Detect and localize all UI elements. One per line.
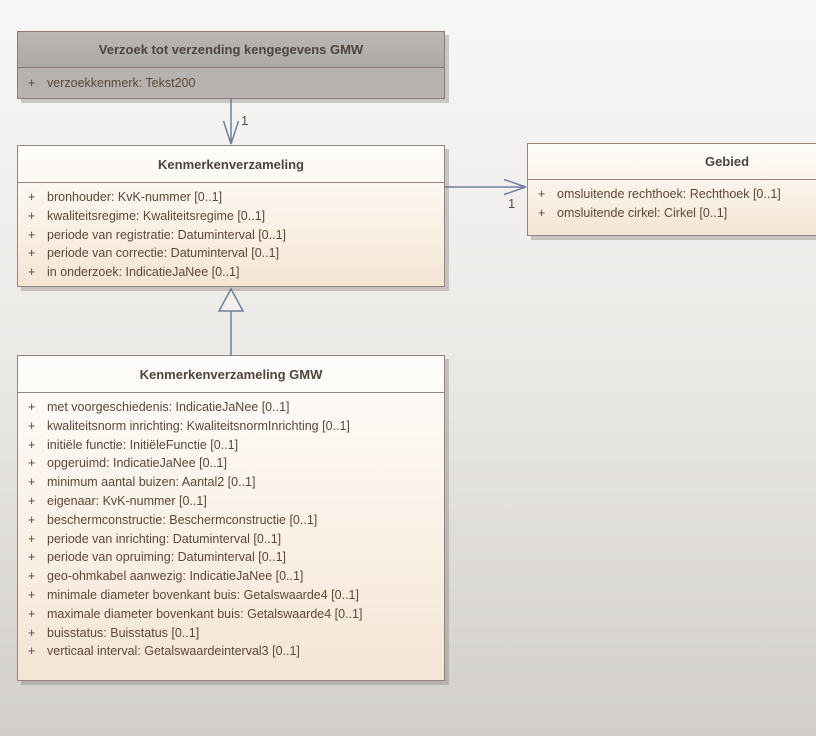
attribute-text: in onderzoek: IndicatieJaNee [0..1] — [47, 265, 240, 280]
attribute-text: periode van inrichting: Datuminterval [0… — [47, 531, 282, 546]
multiplicity-label-gebied-association: 1 — [508, 196, 516, 211]
visibility-symbol: + — [28, 625, 36, 640]
attributes-compartment: + verzoekkenmerk: Tekst200 — [18, 68, 444, 93]
attribute-row[interactable]: + minimum aantal buizen: Aantal2 [0..1] — [18, 473, 444, 492]
visibility-symbol: + — [538, 206, 546, 220]
visibility-symbol: + — [28, 569, 36, 584]
attribute-row[interactable]: + met voorgeschiedenis: IndicatieJaNee [… — [18, 398, 444, 417]
class-box-kenmerkenverzameling[interactable]: Kenmerkenverzameling + bronhouder: KvK-n… — [17, 145, 445, 287]
attribute-text: minimum aantal buizen: Aantal2 [0..1] — [47, 475, 256, 490]
visibility-symbol: + — [28, 587, 36, 602]
visibility-symbol: + — [28, 208, 36, 223]
attribute-row[interactable]: + periode van correctie: Datuminterval [… — [18, 244, 444, 263]
attribute-text: geo-ohmkabel aanwezig: IndicatieJaNee [0… — [47, 569, 304, 584]
visibility-symbol: + — [538, 187, 546, 201]
visibility-symbol: + — [28, 456, 36, 471]
attribute-row[interactable]: + verzoekkenmerk: Tekst200 — [18, 74, 444, 93]
attribute-text: opgeruimd: IndicatieJaNee [0..1] — [47, 456, 227, 471]
attribute-text: verticaal interval: Getalswaardeinterval… — [47, 644, 300, 659]
visibility-symbol: + — [28, 400, 36, 414]
class-box-gebied[interactable]: Gebied + omsluitende rechthoek: Rechthoe… — [527, 143, 816, 236]
attribute-text: met voorgeschiedenis: IndicatieJaNee [0.… — [47, 400, 290, 414]
attribute-row[interactable]: + verticaal interval: Getalswaardeinterv… — [18, 642, 444, 661]
class-name: Gebied — [528, 144, 816, 180]
visibility-symbol: + — [28, 606, 36, 621]
attribute-row[interactable]: + beschermconstructie: Beschermconstruct… — [18, 511, 444, 530]
visibility-symbol: + — [28, 437, 36, 452]
attributes-compartment: + bronhouder: KvK-nummer [0..1] + kwalit… — [18, 183, 444, 282]
visibility-symbol: + — [28, 644, 36, 659]
attribute-text: periode van registratie: Datuminterval [… — [47, 227, 287, 242]
multiplicity-label-verzoek-association: 1 — [241, 113, 249, 128]
class-name: Kenmerkenverzameling — [18, 146, 444, 183]
visibility-symbol: + — [28, 246, 36, 261]
attribute-row[interactable]: + geo-ohmkabel aanwezig: IndicatieJaNee … — [18, 567, 444, 586]
attribute-row[interactable]: + kwaliteitsregime: Kwaliteitsregime [0.… — [18, 207, 444, 226]
visibility-symbol: + — [28, 512, 36, 527]
generalization-triangle-icon[interactable] — [217, 287, 245, 312]
attribute-text: beschermconstructie: Beschermconstructie… — [47, 512, 318, 527]
visibility-symbol: + — [28, 493, 36, 508]
attribute-row[interactable]: + omsluitende rechthoek: Rechthoek [0..1… — [528, 185, 816, 204]
attribute-text: verzoekkenmerk: Tekst200 — [47, 76, 196, 90]
attribute-text: bronhouder: KvK-nummer [0..1] — [47, 190, 223, 204]
association-arrow-verzoek-to-kenmerkenverzameling[interactable] — [222, 99, 240, 145]
attribute-row[interactable]: + periode van registratie: Datuminterval… — [18, 226, 444, 245]
visibility-symbol: + — [28, 475, 36, 490]
visibility-symbol: + — [28, 550, 36, 565]
attribute-text: minimale diameter bovenkant buis: Getals… — [47, 587, 359, 602]
attribute-text: eigenaar: KvK-nummer [0..1] — [47, 493, 207, 508]
visibility-symbol: + — [28, 227, 36, 242]
attribute-row[interactable]: + bronhouder: KvK-nummer [0..1] — [18, 188, 444, 207]
attribute-row[interactable]: + minimale diameter bovenkant buis: Geta… — [18, 586, 444, 605]
attribute-row[interactable]: + omsluitende cirkel: Cirkel [0..1] — [528, 204, 816, 223]
attribute-row[interactable]: + eigenaar: KvK-nummer [0..1] — [18, 492, 444, 511]
visibility-symbol: + — [28, 418, 36, 433]
attribute-text: kwaliteitsnorm inrichting: Kwaliteitsnor… — [47, 418, 350, 433]
attribute-row[interactable]: + maximale diameter bovenkant buis: Geta… — [18, 605, 444, 624]
visibility-symbol: + — [28, 531, 36, 546]
attribute-text: periode van correctie: Datuminterval [0.… — [47, 246, 280, 261]
attributes-compartment: + met voorgeschiedenis: IndicatieJaNee [… — [18, 393, 444, 661]
attribute-text: omsluitende rechthoek: Rechthoek [0..1] — [557, 187, 781, 201]
attribute-row[interactable]: + opgeruimd: IndicatieJaNee [0..1] — [18, 454, 444, 473]
attribute-text: omsluitende cirkel: Cirkel [0..1] — [557, 206, 728, 220]
attribute-row[interactable]: + kwaliteitsnorm inrichting: Kwaliteitsn… — [18, 417, 444, 436]
attribute-text: periode van opruiming: Datuminterval [0.… — [47, 550, 287, 565]
attribute-text: maximale diameter bovenkant buis: Getals… — [47, 606, 363, 621]
association-arrow-kenmerkenverzameling-to-gebied[interactable] — [445, 178, 527, 196]
attribute-row[interactable]: + periode van inrichting: Datuminterval … — [18, 530, 444, 549]
class-box-verzoek-tot-verzending-kengegevens-gmw[interactable]: Verzoek tot verzending kengegevens GMW +… — [17, 31, 445, 99]
attribute-row[interactable]: + in onderzoek: IndicatieJaNee [0..1] — [18, 263, 444, 282]
attribute-row[interactable]: + initiële functie: InitiëleFunctie [0..… — [18, 436, 444, 455]
attribute-text: initiële functie: InitiëleFunctie [0..1] — [47, 437, 239, 452]
visibility-symbol: + — [28, 265, 36, 280]
class-name: Kenmerkenverzameling GMW — [18, 356, 444, 393]
attribute-row[interactable]: + periode van opruiming: Datuminterval [… — [18, 548, 444, 567]
class-name: Verzoek tot verzending kengegevens GMW — [18, 32, 444, 68]
visibility-symbol: + — [28, 190, 36, 204]
attributes-compartment: + omsluitende rechthoek: Rechthoek [0..1… — [528, 180, 816, 223]
class-box-kenmerkenverzameling-gmw[interactable]: Kenmerkenverzameling GMW + met voorgesch… — [17, 355, 445, 681]
attribute-text: kwaliteitsregime: Kwaliteitsregime [0..1… — [47, 208, 266, 223]
visibility-symbol: + — [28, 76, 36, 90]
attribute-text: buisstatus: Buisstatus [0..1] — [47, 625, 200, 640]
attribute-row[interactable]: + buisstatus: Buisstatus [0..1] — [18, 624, 444, 643]
